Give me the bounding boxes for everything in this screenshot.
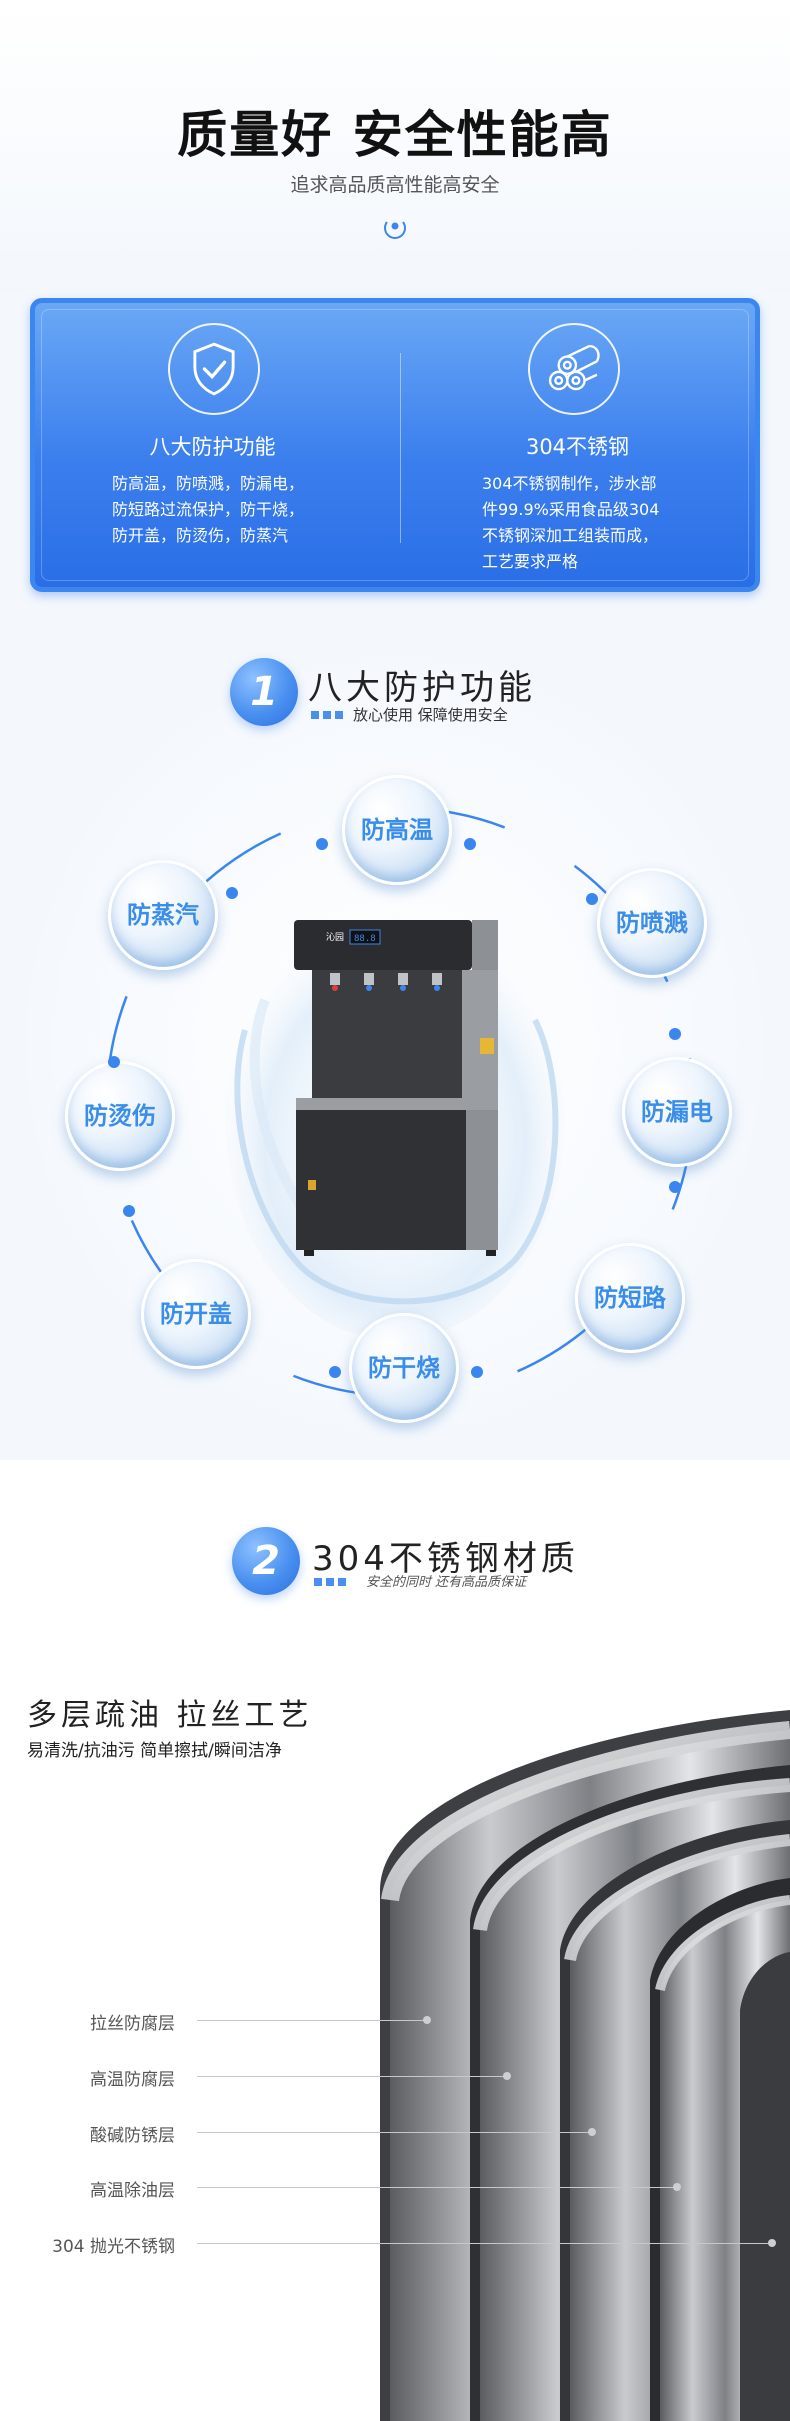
layer-leader-dot [673, 2183, 681, 2191]
protection-bubble-high-temp: 防高温 [342, 775, 452, 885]
layer-leader-dot [503, 2072, 511, 2080]
layer-leader-dot [768, 2239, 776, 2247]
hero-background [0, 0, 790, 290]
layer-label: 拉丝防腐层 [90, 2014, 175, 2034]
ring-node [226, 887, 238, 899]
ring-node [108, 1056, 120, 1068]
layer-leader-line [197, 2243, 772, 2244]
layer-label: 高温防腐层 [90, 2070, 175, 2090]
water-dispenser-image: 沁园 88.8 [294, 920, 498, 1256]
machine-brand: 沁园 [326, 932, 344, 943]
feature-icon-ring [528, 323, 620, 415]
feature-stainless: 304不锈钢 304不锈钢制作，涉水部 件99.9%采用食品级304 不锈钢深加… [400, 303, 755, 587]
stainless-layers-image [380, 1710, 790, 2421]
protection-bubble-leakage: 防漏电 [622, 1057, 732, 1167]
stainless-headline: 多层疏油 拉丝工艺 [27, 1698, 313, 1733]
feature-icon-ring [168, 323, 260, 415]
page-subtitle: 追求高品质高性能高安全 [290, 174, 500, 196]
feature-protection: 八大防护功能 防高温，防喷溅，防漏电， 防短路过流保护，防干烧， 防开盖，防烫伤… [35, 303, 390, 587]
section-title: 304不锈钢材质 [312, 1539, 579, 1579]
ring-node [669, 1028, 681, 1040]
feature-line: 304不锈钢制作，涉水部 [482, 474, 657, 493]
section-subtitle: 放心使用 保障使用安全 [353, 706, 508, 724]
section-accent-bars [311, 711, 343, 719]
feature-title: 304不锈钢 [525, 435, 630, 459]
protection-bubble-short-circuit: 防短路 [575, 1243, 685, 1353]
steel-pipes-icon [548, 344, 600, 391]
section-accent-bars [314, 1578, 346, 1586]
layer-leader-line [197, 2187, 677, 2188]
ring-node [464, 838, 476, 850]
feature-line: 工艺要求严格 [482, 552, 579, 571]
ring-node [471, 1366, 483, 1378]
shield-check-icon [193, 342, 235, 396]
layer-leader-dot [588, 2128, 596, 2136]
ring-node [316, 838, 328, 850]
page-title: 质量好 安全性能高 [177, 106, 613, 164]
feature-line: 防开盖，防烫伤，防蒸汽 [112, 526, 289, 545]
ring-node [586, 893, 598, 905]
layer-leader-dot [423, 2016, 431, 2024]
protection-bubble-splash: 防喷溅 [597, 868, 707, 978]
feature-line: 防高温，防喷溅，防漏电， [112, 474, 305, 493]
feature-line: 防短路过流保护，防干烧， [112, 500, 305, 519]
protection-bubble-steam: 防蒸汽 [108, 860, 218, 970]
feature-card: 八大防护功能 防高温，防喷溅，防漏电， 防短路过流保护，防干烧， 防开盖，防烫伤… [30, 298, 760, 592]
ring-node [329, 1366, 341, 1378]
feature-line: 不锈钢深加工组装而成， [482, 526, 659, 545]
section-subtitle: 安全的同时 还有高品质保证 [366, 1575, 527, 1590]
ring-node [123, 1205, 135, 1217]
feature-line: 件99.9%采用食品级304 [482, 500, 660, 519]
section-number-badge: 2 [232, 1527, 300, 1595]
protection-bubble-scald: 防烫伤 [65, 1061, 175, 1171]
layer-leader-line [197, 2132, 592, 2133]
section-number-badge: 1 [230, 658, 298, 726]
protection-bubble-lid-open: 防开盖 [141, 1259, 251, 1369]
feature-description: 防高温，防喷溅，防漏电， 防短路过流保护，防干烧， 防开盖，防烫伤，防蒸汽 [112, 471, 342, 549]
card-inner-border [41, 309, 749, 581]
protection-bubble-dry-burn: 防干烧 [349, 1313, 459, 1423]
scroll-indicator-icon [384, 221, 406, 239]
layer-leader-line [197, 2020, 427, 2021]
ring-node [669, 1181, 681, 1193]
section-title: 八大防护功能 [308, 668, 536, 708]
feature-description: 304不锈钢制作，涉水部 件99.9%采用食品级304 不锈钢深加工组装而成， … [482, 471, 712, 575]
layer-leader-line [197, 2076, 507, 2077]
layer-label: 304 抛光不锈钢 [52, 2237, 175, 2257]
feature-title: 八大防护功能 [149, 435, 276, 459]
machine-display: 88.8 [354, 934, 376, 944]
card-divider [400, 353, 401, 543]
layer-label: 酸碱防锈层 [90, 2126, 175, 2146]
stainless-tagline: 易清洗/抗油污 简单擦拭/瞬间洁净 [27, 1741, 282, 1761]
layer-label: 高温除油层 [90, 2181, 175, 2201]
